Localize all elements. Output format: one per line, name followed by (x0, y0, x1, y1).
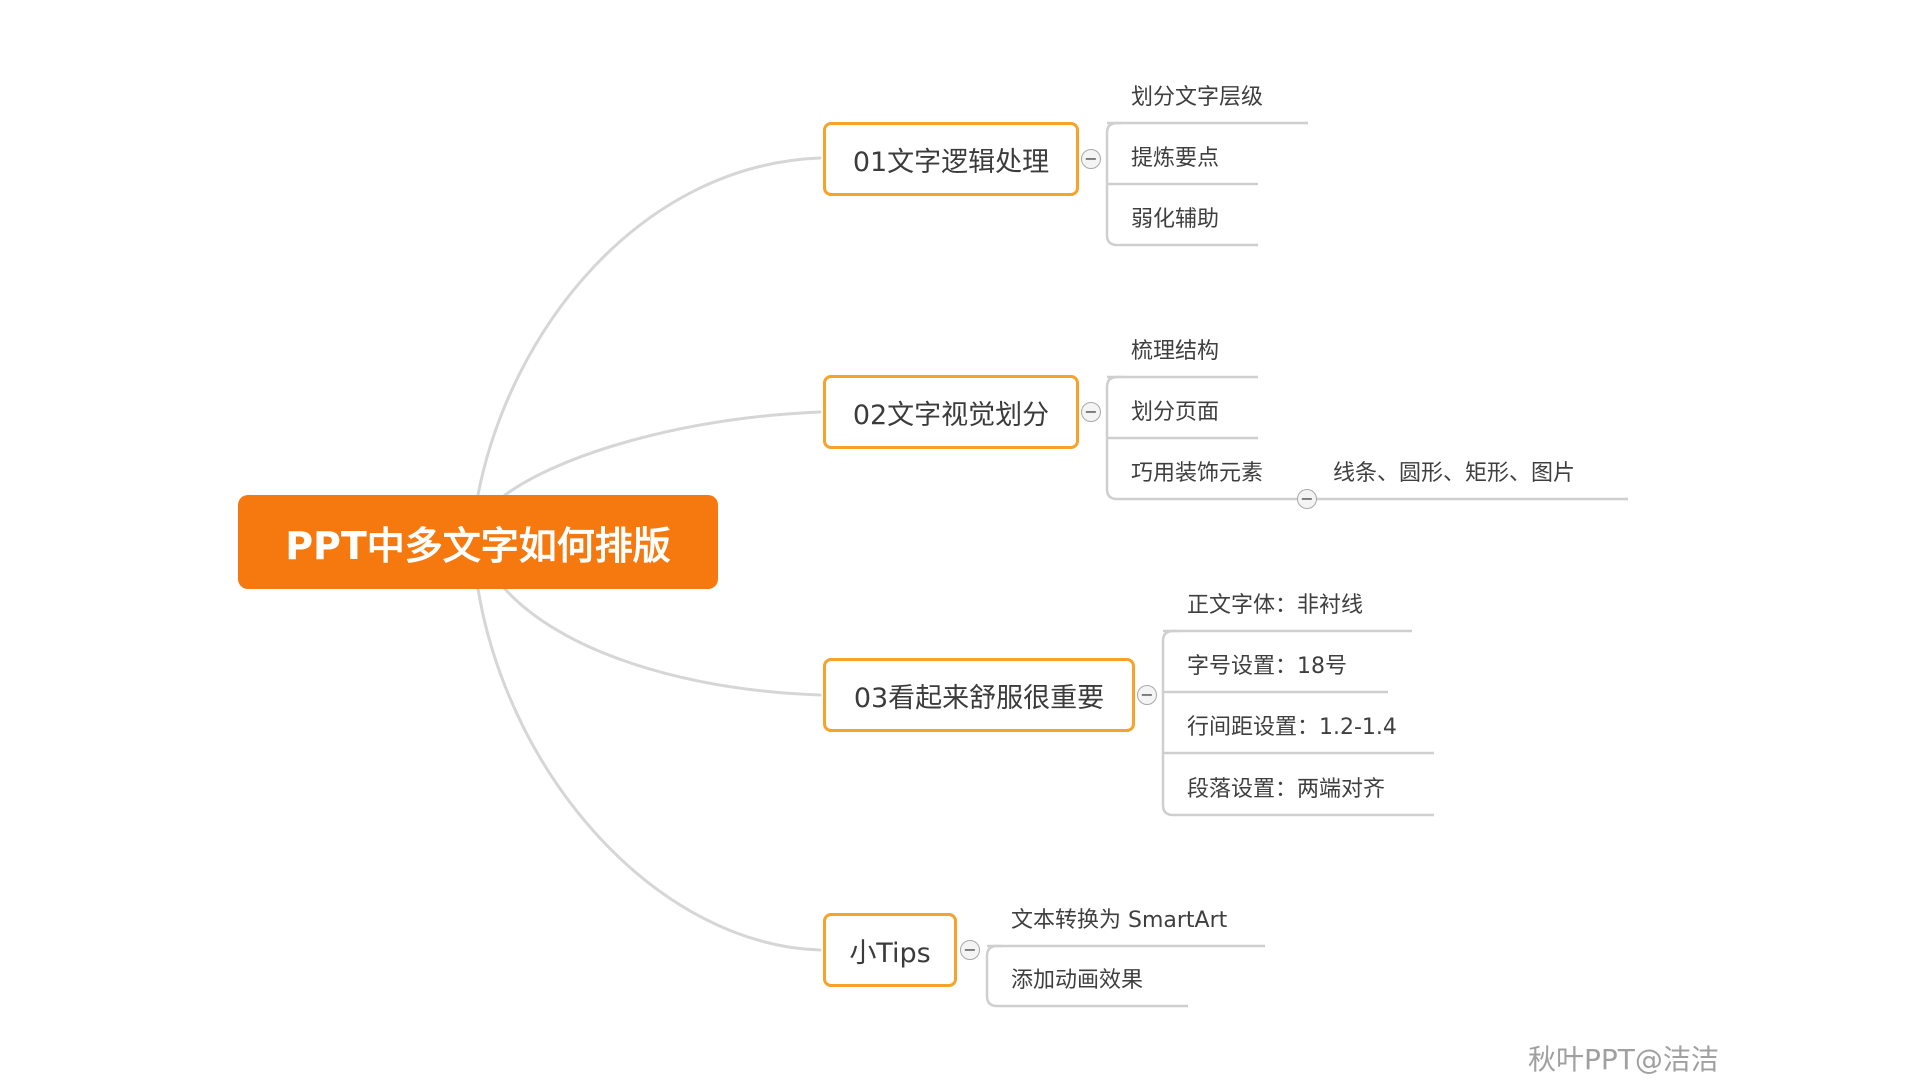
grandchild-topic[interactable]: 线条、圆形、矩形、图片 (1333, 461, 1576, 486)
root-topic-label: PPT中多文字如何排版 (285, 523, 671, 568)
connector-root-branch-3 (503, 587, 822, 697)
root-topic[interactable]: PPT中多文字如何排版 (238, 495, 718, 589)
watermark-text: 秋叶PPT@洁洁 (1528, 1043, 1719, 1076)
minus-icon: − (1084, 149, 1098, 168)
leaf-topic-4-1[interactable]: 文本转换为 SmartArt (1011, 908, 1228, 933)
leaf-topic-1-2[interactable]: 提炼要点 (1131, 146, 1220, 171)
minus-icon: − (963, 940, 977, 959)
leaf-topic-2-2[interactable]: 划分页面 (1131, 400, 1220, 425)
minus-icon: − (1300, 489, 1314, 508)
branch-topic-4-label: 小Tips (849, 937, 931, 969)
branch-topic-3-label: 03看起来舒服很重要 (853, 682, 1105, 714)
collapse-button-branch-2[interactable]: − (1081, 402, 1101, 422)
minus-icon: − (1084, 402, 1098, 421)
leaf-topic-3-4[interactable]: 段落设置：两端对齐 (1187, 777, 1386, 802)
branch-topic-2-label: 02文字视觉划分 (852, 399, 1050, 431)
collapse-button-branch-4[interactable]: − (960, 940, 980, 960)
branch-topic-2[interactable]: 02文字视觉划分 (823, 375, 1079, 449)
leaf-topic-2-1[interactable]: 梳理结构 (1131, 339, 1220, 364)
leaf-topic-4-2[interactable]: 添加动画效果 (1011, 968, 1144, 993)
connector-root-branch-4 (476, 587, 822, 952)
leaf-topic-1-3[interactable]: 弱化辅助 (1131, 207, 1220, 232)
connector-root-branch-2 (503, 410, 822, 497)
leaf-topic-1-1[interactable]: 划分文字层级 (1131, 85, 1264, 110)
connector-root-branch-1 (476, 156, 822, 497)
collapse-button-branch-1[interactable]: − (1081, 149, 1101, 169)
leaf-topic-3-1[interactable]: 正文字体：非衬线 (1187, 593, 1364, 618)
branch-topic-1[interactable]: 01文字逻辑处理 (823, 122, 1079, 196)
leaf-topic-3-2[interactable]: 字号设置：18号 (1187, 654, 1347, 679)
leaf-topic-3-3[interactable]: 行间距设置：1.2-1.4 (1187, 715, 1397, 740)
collapse-button-branch-3[interactable]: − (1137, 685, 1157, 705)
collapse-button-leaf-2-3[interactable]: − (1297, 489, 1317, 509)
branch-topic-4[interactable]: 小Tips (823, 913, 957, 987)
leaf-topic-2-3[interactable]: 巧用装饰元素 (1131, 461, 1264, 486)
minus-icon: − (1140, 685, 1154, 704)
branch-topic-3[interactable]: 03看起来舒服很重要 (823, 658, 1135, 732)
branch-topic-1-label: 01文字逻辑处理 (852, 146, 1050, 178)
